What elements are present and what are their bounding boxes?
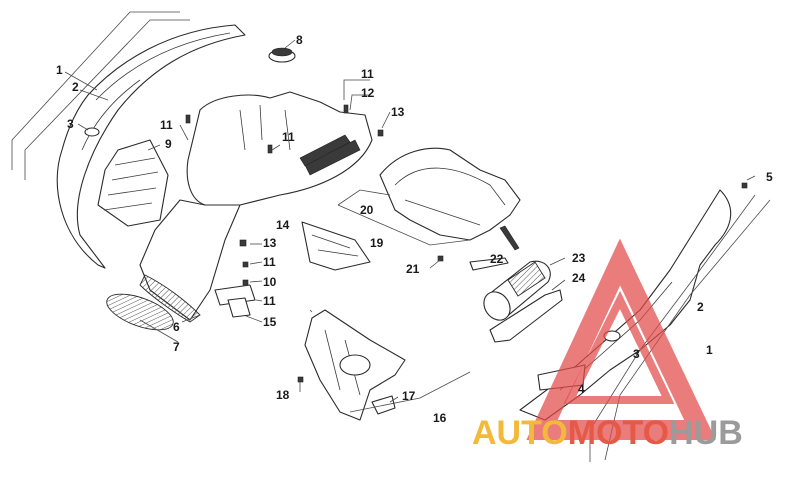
callout-9: 9 xyxy=(165,137,172,151)
callout-1: 1 xyxy=(56,63,63,77)
callout-11-c: 11 xyxy=(361,67,374,81)
grommet-8 xyxy=(268,39,296,63)
callout-2: 2 xyxy=(72,80,79,94)
callout-12: 12 xyxy=(361,86,375,100)
fastener-3-left xyxy=(84,127,100,137)
callout-17: 17 xyxy=(402,389,416,403)
callout-18: 18 xyxy=(276,388,290,402)
callout-4-right: 4 xyxy=(578,382,585,396)
panel-14 xyxy=(301,221,371,271)
watermark-moto: MOTO xyxy=(567,414,670,452)
callout-5: 5 xyxy=(766,170,773,184)
watermark-logo: AUTOMOTOHUB xyxy=(472,414,743,453)
vent-grille-9 xyxy=(97,139,169,227)
callout-6: 6 xyxy=(173,320,180,334)
bolts-21-22 xyxy=(429,255,509,271)
callout-11-e: 11 xyxy=(263,294,276,308)
fairing-fasteners xyxy=(179,79,391,154)
callout-3: 3 xyxy=(67,117,74,131)
watermark-triangle xyxy=(526,238,716,440)
callout-13-a: 13 xyxy=(391,105,405,119)
callout-20: 20 xyxy=(360,203,374,217)
callout-2-right: 2 xyxy=(697,300,704,314)
leaders-left xyxy=(11,11,190,180)
watermark-hub: HUB xyxy=(669,414,743,452)
storage-tray-20 xyxy=(337,147,521,251)
callout-24: 24 xyxy=(572,271,586,285)
callout-3-right: 3 xyxy=(633,347,640,361)
callout-19: 19 xyxy=(370,236,384,250)
callout-15: 15 xyxy=(263,315,277,329)
callout-13-b: 13 xyxy=(263,236,277,250)
vent-mesh-7 xyxy=(106,293,174,331)
callout-23: 23 xyxy=(572,251,586,265)
center-fasteners xyxy=(139,239,263,343)
callout-1-right: 1 xyxy=(706,343,713,357)
callout-14: 14 xyxy=(276,218,290,232)
callout-10: 10 xyxy=(263,275,277,289)
watermark-auto: AUTO xyxy=(472,414,568,452)
callout-labels: 1 2 3 5 6 7 8 9 10 11 11 11 11 11 12 13 … xyxy=(56,33,773,425)
callout-16: 16 xyxy=(433,411,447,425)
inner-fairing-16 xyxy=(297,309,471,421)
callout-22: 22 xyxy=(490,252,504,266)
callout-21: 21 xyxy=(406,262,420,276)
callout-8: 8 xyxy=(296,33,303,47)
callout-11-a: 11 xyxy=(160,118,173,132)
cylinder-23-24 xyxy=(483,257,566,343)
left-side-panel xyxy=(56,24,246,269)
front-fairing xyxy=(106,91,373,331)
callout-11-d: 11 xyxy=(263,255,276,269)
callout-7: 7 xyxy=(173,340,180,354)
callout-11-b: 11 xyxy=(282,130,295,144)
